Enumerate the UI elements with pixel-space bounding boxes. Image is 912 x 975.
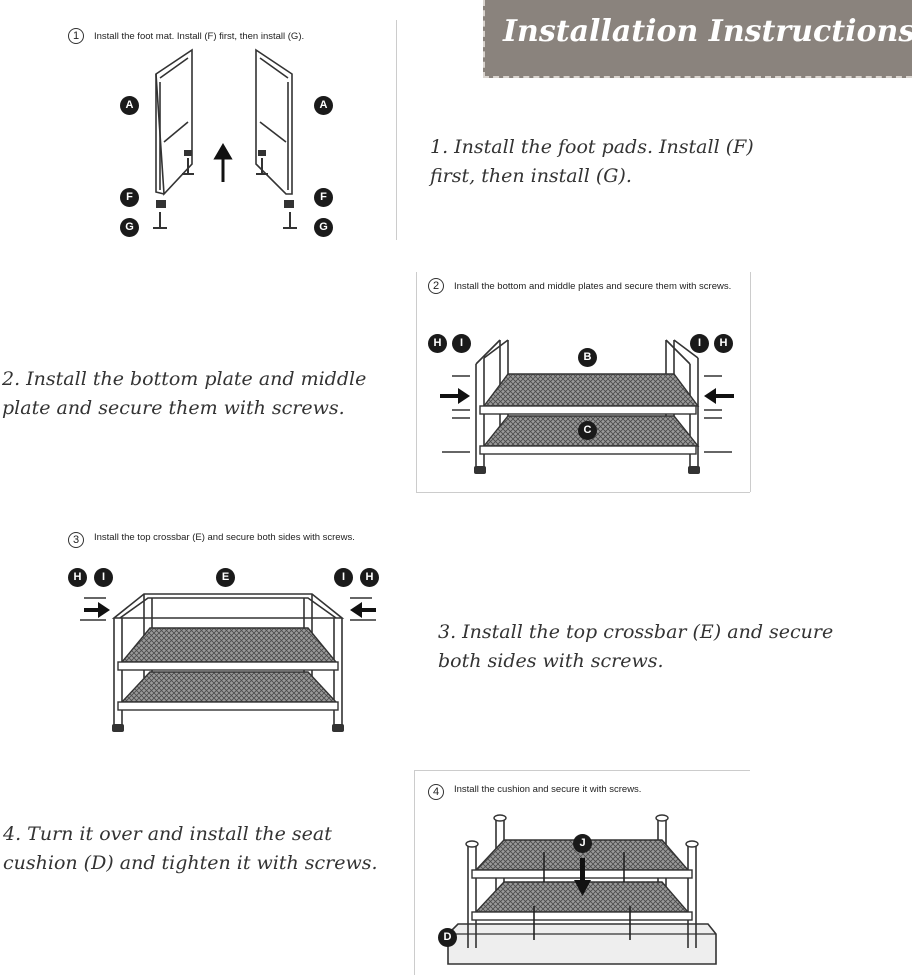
step4-part-j: J bbox=[573, 834, 592, 853]
step3-part-i-left: I bbox=[94, 568, 113, 587]
step2-caption: Install the bottom and middle plates and… bbox=[454, 281, 732, 292]
step4-part-d: D bbox=[438, 928, 457, 947]
step2-part-h-left: H bbox=[428, 334, 447, 353]
step4-diagram: 4 Install the cushion and secure it with… bbox=[418, 774, 748, 975]
step4-cushion-illustration bbox=[447, 814, 717, 965]
divider-step2-right bbox=[750, 272, 751, 492]
step1-part-f-left: F bbox=[120, 188, 139, 207]
page-title: Installation Instructions bbox=[503, 14, 912, 49]
step1-part-g-right: G bbox=[314, 218, 333, 237]
step1-diagram: 1 Install the foot mat. Install (F) firs… bbox=[60, 22, 390, 242]
step1-text: 1. Install the foot pads. Install (F) fi… bbox=[430, 136, 754, 187]
step1-part-a-left: A bbox=[120, 96, 139, 115]
step2-diagram: 2 Install the bottom and middle plates a… bbox=[418, 274, 748, 490]
step2-part-h-right: H bbox=[714, 334, 733, 353]
step2-part-i-left: I bbox=[452, 334, 471, 353]
step2-shelves-illustration bbox=[440, 339, 734, 474]
step3-crossbar-illustration bbox=[80, 593, 376, 732]
step3-text: 3. Install the top crossbar (E) and secu… bbox=[438, 621, 834, 672]
step2-text: 2. Install the bottom plate and middle p… bbox=[2, 368, 367, 419]
step4-number: 4 bbox=[428, 784, 444, 800]
divider-step2-bottom bbox=[416, 492, 750, 493]
step3-part-e: E bbox=[216, 568, 235, 587]
step4-caption: Install the cushion and secure it with s… bbox=[454, 784, 642, 795]
step2-number: 2 bbox=[428, 278, 444, 294]
step3-caption: Install the top crossbar (E) and secure … bbox=[94, 532, 355, 543]
divider-step2-left bbox=[416, 272, 417, 492]
step2-part-b: B bbox=[578, 348, 597, 367]
step4-text: 4. Turn it over and install the seat cus… bbox=[3, 823, 378, 874]
step2-part-i-right: I bbox=[690, 334, 709, 353]
step3-number: 3 bbox=[68, 532, 84, 548]
step3-part-i-right: I bbox=[334, 568, 353, 587]
step1-part-a-right: A bbox=[314, 96, 333, 115]
step3-part-h-right: H bbox=[360, 568, 379, 587]
title-banner: Installation Instructions bbox=[483, 0, 912, 78]
divider-step4-left bbox=[414, 770, 415, 975]
step1-number: 1 bbox=[68, 28, 84, 44]
step2-part-c: C bbox=[578, 421, 597, 440]
divider-step1 bbox=[396, 20, 397, 240]
step3-diagram: 3 Install the top crossbar (E) and secur… bbox=[64, 528, 394, 738]
step1-part-g-left: G bbox=[120, 218, 139, 237]
step1-frames-illustration bbox=[153, 48, 297, 229]
step3-part-h-left: H bbox=[68, 568, 87, 587]
step1-part-f-right: F bbox=[314, 188, 333, 207]
divider-step4-top bbox=[414, 770, 750, 771]
step1-caption: Install the foot mat. Install (F) first,… bbox=[94, 31, 305, 42]
